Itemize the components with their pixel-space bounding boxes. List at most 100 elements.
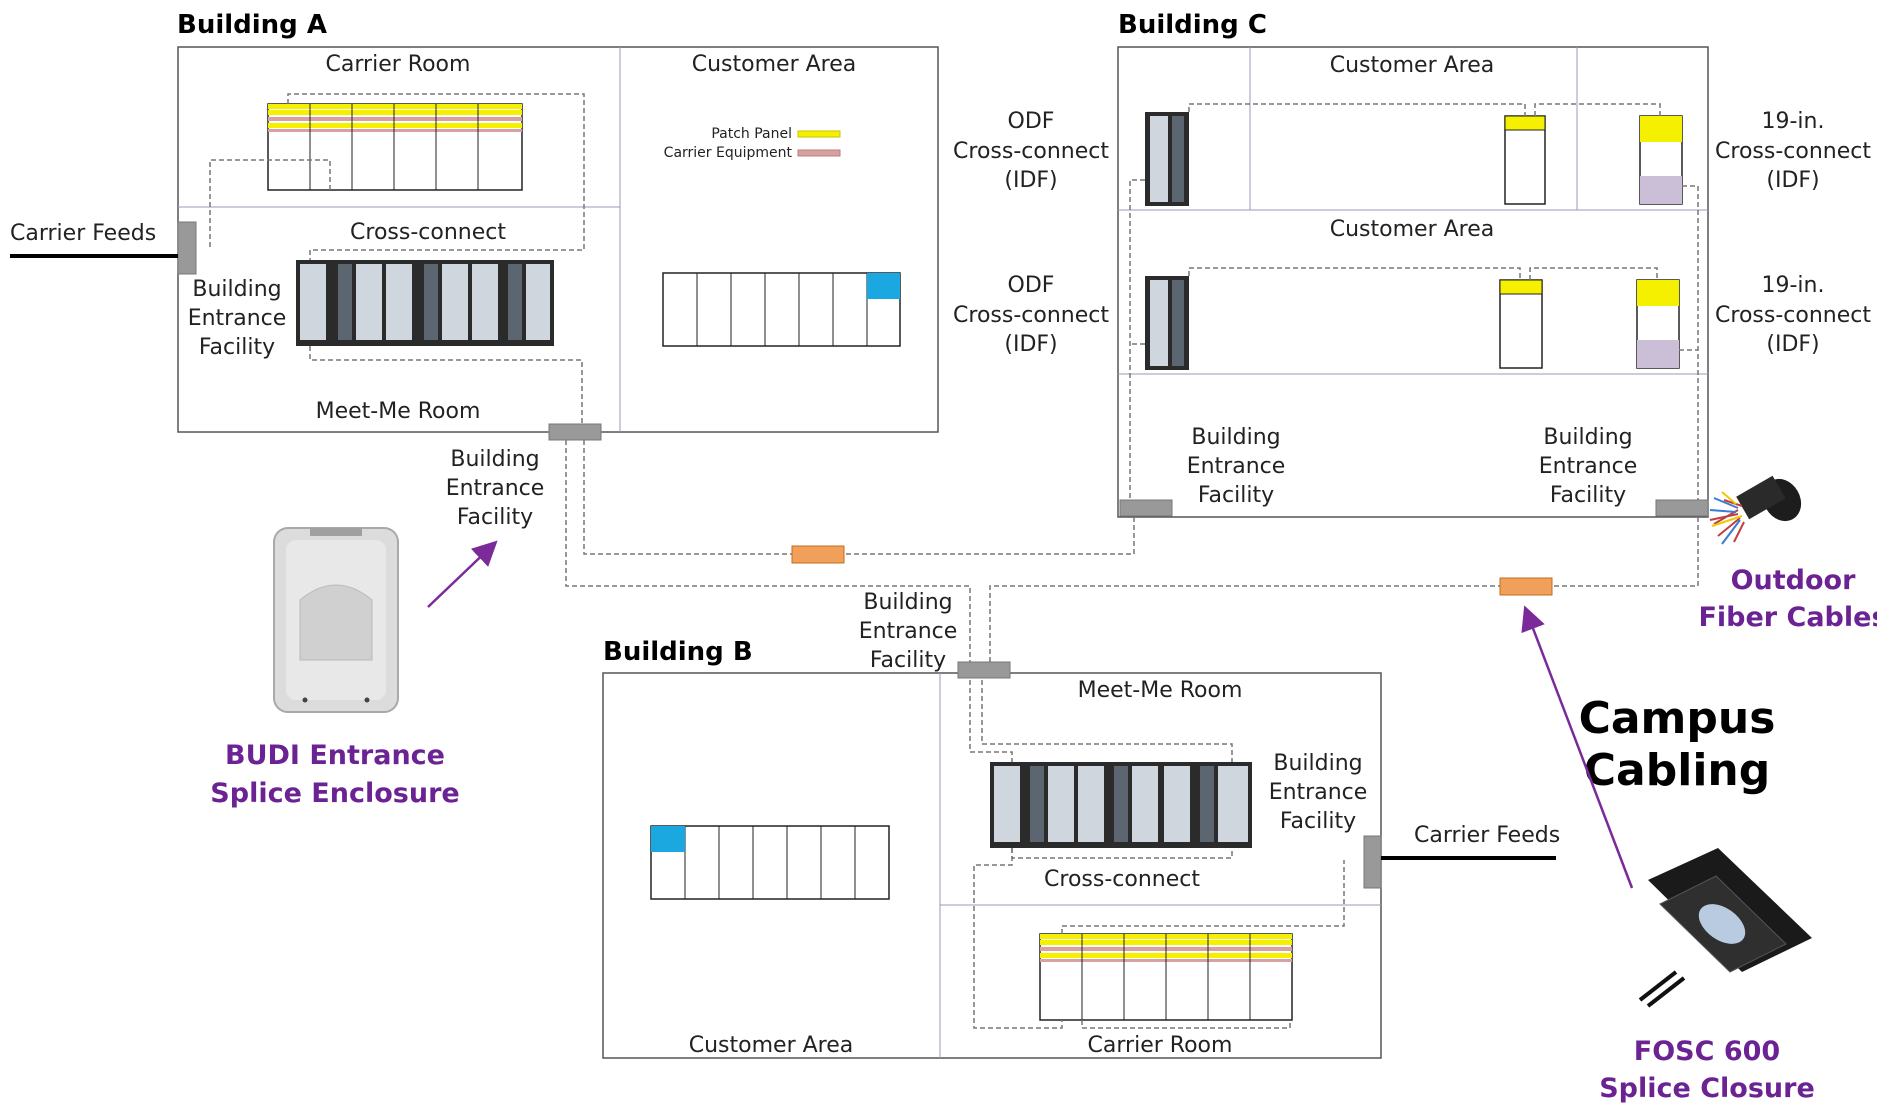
svg-text:Splice Closure: Splice Closure [1599, 1073, 1815, 1104]
svg-text:Carrier Equipment: Carrier Equipment [664, 145, 793, 161]
campus-cabling-label: Campus Cabling [1579, 693, 1776, 796]
outside-bef-label: Building Entrance Facility [446, 447, 545, 530]
entrance-facility-box [177, 221, 197, 275]
customer-rack [1499, 279, 1543, 369]
carrier-room-racks [267, 103, 523, 191]
odf-frame [1145, 276, 1189, 370]
building-entrance-facility-label: Building Entrance Facility [1269, 751, 1368, 834]
svg-text:Entrance: Entrance [1539, 454, 1638, 479]
patch-panel-swatch [797, 130, 841, 138]
outside-bef-label: Building Entrance Facility [859, 590, 958, 673]
outdoor-fiber-label: Outdoor Fiber Cables [1698, 565, 1877, 633]
svg-text:Facility: Facility [199, 335, 275, 360]
carrier-equipment-swatch [797, 149, 841, 157]
outdoor-fiber-cable-illustration [1709, 475, 1802, 545]
svg-text:(IDF): (IDF) [1766, 332, 1819, 357]
customer-area-label: Customer Area [1330, 53, 1494, 78]
rack-cross-connect-label: 19-in. Cross-connect (IDF) [1715, 273, 1871, 357]
entrance-facility-box [1119, 499, 1173, 517]
splice-closure-marker [791, 545, 845, 564]
svg-text:FOSC 600: FOSC 600 [1634, 1036, 1780, 1067]
svg-text:Facility: Facility [870, 648, 946, 673]
fosc-arrow [1521, 605, 1634, 889]
fosc-closure-illustration [1638, 848, 1812, 1008]
building-c-outline [1117, 46, 1709, 518]
campus-links [565, 440, 1699, 662]
building-c: Building C Customer Area Customer Area [953, 10, 1871, 518]
svg-text:Patch Panel: Patch Panel [711, 126, 792, 142]
building-entrance-facility-label: Building Entrance Facility [188, 277, 287, 360]
budi-label: BUDI Entrance Splice Enclosure [210, 740, 459, 809]
building-entrance-facility-label: Building Entrance Facility [1187, 425, 1286, 508]
svg-text:Cross-connect: Cross-connect [953, 303, 1109, 328]
meet-me-room-label: Meet-Me Room [1078, 678, 1243, 703]
svg-text:Outdoor: Outdoor [1731, 565, 1857, 596]
svg-text:Entrance: Entrance [1187, 454, 1286, 479]
customer-area-label: Customer Area [689, 1033, 853, 1058]
entrance-facility-box [548, 423, 602, 441]
rack-cross-connect-label: 19-in. Cross-connect (IDF) [1715, 109, 1871, 193]
customer-rack [1504, 115, 1546, 205]
odf-cross-connect-label: ODF Cross-connect (IDF) [953, 273, 1109, 357]
svg-text:Building: Building [863, 590, 952, 615]
svg-text:Building: Building [192, 277, 281, 302]
svg-text:Building: Building [450, 447, 539, 472]
svg-text:ODF: ODF [1008, 109, 1055, 134]
svg-text:Building: Building [1273, 751, 1362, 776]
carrier-feeds-label: Carrier Feeds [1414, 823, 1560, 848]
svg-text:Entrance: Entrance [1269, 780, 1368, 805]
budi-enclosure-illustration [273, 527, 399, 713]
nineteen-inch-rack [1639, 115, 1683, 205]
svg-text:Facility: Facility [1198, 483, 1274, 508]
legend: Patch Panel Carrier Equipment [664, 126, 841, 161]
odf-cross-connect-label: ODF Cross-connect (IDF) [953, 109, 1109, 193]
svg-text:(IDF): (IDF) [1004, 168, 1057, 193]
svg-text:Cross-connect: Cross-connect [953, 139, 1109, 164]
budi-arrow [427, 540, 498, 608]
building-b: Building B Meet-Me Room Cross-connect Cu… [602, 590, 1560, 1059]
svg-text:Cross-connect: Cross-connect [1715, 303, 1871, 328]
svg-text:Building: Building [1191, 425, 1280, 450]
splice-closure-marker [1499, 577, 1553, 596]
svg-text:BUDI Entrance: BUDI Entrance [225, 740, 445, 771]
carrier-room-racks [1039, 933, 1293, 1021]
highlighted-rack-unit [651, 826, 685, 852]
cross-connect-cabinets [990, 762, 1252, 848]
customer-area-racks [650, 825, 890, 900]
svg-text:Entrance: Entrance [188, 306, 287, 331]
odf-frame [1145, 112, 1189, 206]
svg-text:(IDF): (IDF) [1004, 332, 1057, 357]
fosc-label: FOSC 600 Splice Closure [1599, 1036, 1815, 1104]
carrier-room-label: Carrier Room [1088, 1033, 1233, 1058]
svg-text:Cross-connect: Cross-connect [1715, 139, 1871, 164]
building-entrance-facility-label: Building Entrance Facility [1539, 425, 1638, 508]
highlighted-rack-unit [867, 273, 900, 299]
customer-area-label: Customer Area [692, 52, 856, 77]
nineteen-inch-rack [1636, 279, 1680, 369]
entrance-facility-box [1363, 835, 1382, 889]
carrier-feeds-label: Carrier Feeds [10, 221, 156, 246]
customer-area-label: Customer Area [1330, 217, 1494, 242]
building-c-title: Building C [1118, 10, 1267, 40]
cross-connect-label: Cross-connect [350, 220, 506, 245]
customer-area-racks [662, 272, 901, 347]
svg-text:Facility: Facility [457, 505, 533, 530]
svg-text:Campus: Campus [1579, 693, 1776, 744]
svg-text:Building: Building [1543, 425, 1632, 450]
svg-text:Fiber Cables: Fiber Cables [1698, 602, 1877, 633]
building-a-title: Building A [177, 10, 327, 40]
svg-text:Facility: Facility [1550, 483, 1626, 508]
svg-text:ODF: ODF [1008, 273, 1055, 298]
entrance-facility-box [1655, 499, 1709, 517]
cross-connect-cabinets [296, 260, 554, 346]
cross-connect-label: Cross-connect [1044, 867, 1200, 892]
carrier-room-label: Carrier Room [326, 52, 471, 77]
svg-text:Splice Enclosure: Splice Enclosure [210, 778, 459, 809]
svg-text:(IDF): (IDF) [1766, 168, 1819, 193]
svg-text:19-in.: 19-in. [1762, 109, 1825, 134]
svg-text:Cabling: Cabling [1584, 745, 1770, 796]
svg-text:Entrance: Entrance [446, 476, 545, 501]
building-a: Building A Carrier Room Customer Area Cr… [10, 10, 939, 530]
svg-text:Facility: Facility [1280, 809, 1356, 834]
